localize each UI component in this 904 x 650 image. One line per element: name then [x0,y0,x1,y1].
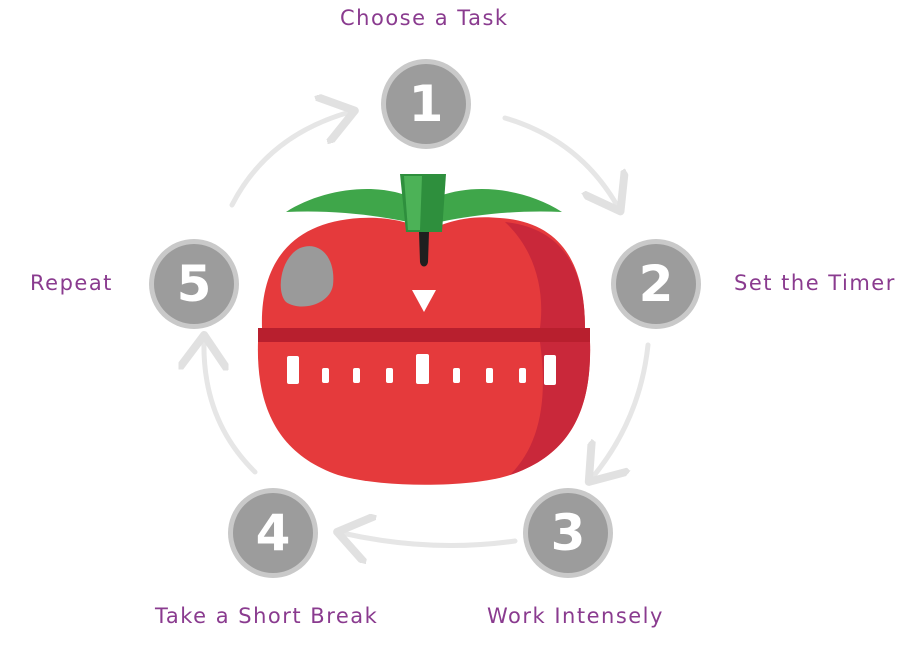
dial-tick [322,368,329,383]
timer-indicator-triangle [412,290,436,312]
step-label-short-break: Take a Short Break [155,604,379,628]
step-label-choose-task: Choose a Task [340,6,509,30]
step-number-5: 5 [177,255,212,313]
step-label-set-timer: Set the Timer [734,271,896,295]
step-number-2: 2 [639,255,674,313]
step-label-repeat: Repeat [30,271,113,295]
arrow-3-to-4 [342,533,518,546]
step-badge-5: 5 [149,239,239,329]
tomato-highlight [280,246,334,307]
dial-tick [453,368,460,383]
step-badge-3: 3 [523,488,613,578]
timer-pointer-slot [419,232,429,267]
step-label-work-intensely: Work Intensely [487,604,664,628]
tomato-timer-illustration [257,174,591,485]
tomato-top-half [261,217,585,328]
cycle-arrows [204,112,651,546]
dial-tick [519,368,526,383]
dial-tick [416,354,429,384]
dial-tick [486,368,493,383]
tomato-bottom-shade [510,342,591,475]
arrow-2-to-3 [592,342,651,478]
step-number-1: 1 [409,75,444,133]
tomato-stem-highlight [404,176,422,230]
tomato-seam [258,328,590,342]
step-badge-2: 2 [611,239,701,329]
step-number-3: 3 [551,504,586,562]
timer-dial-ticks [287,354,556,385]
step-badge-1: 1 [381,59,471,149]
dial-tick [544,355,556,385]
dial-tick [287,356,299,384]
dial-tick [353,368,360,383]
arrow-1-to-2 [502,115,618,207]
dial-tick [386,368,393,383]
step-badge-4: 4 [228,488,318,578]
tomato-bottom-half [257,342,591,485]
tomato-top-shade [505,222,585,328]
arrow-4-to-5 [204,340,258,475]
arrow-5-to-1 [229,112,350,208]
step-number-4: 4 [256,504,291,562]
